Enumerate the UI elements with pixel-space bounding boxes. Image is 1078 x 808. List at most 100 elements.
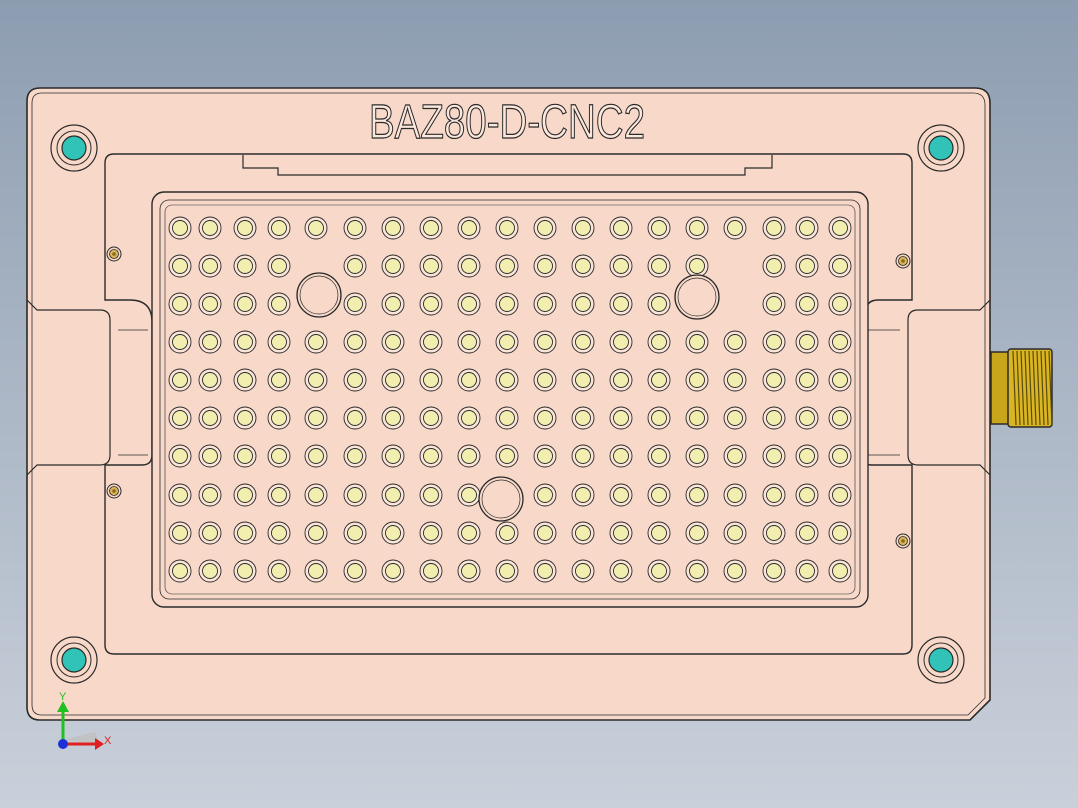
pin (828, 521, 852, 545)
pin (723, 406, 747, 430)
pin (533, 216, 557, 240)
pin (304, 521, 328, 545)
threaded-fitting[interactable] (990, 348, 1053, 428)
pin (795, 292, 819, 316)
pin (723, 368, 747, 392)
pin (233, 444, 257, 468)
pin (304, 559, 328, 583)
pin (647, 444, 671, 468)
pin (233, 292, 257, 316)
pin (419, 292, 443, 316)
pin (457, 292, 481, 316)
pin (304, 444, 328, 468)
large-hole (478, 476, 524, 522)
pin (647, 216, 671, 240)
screw (895, 253, 911, 269)
pin (343, 444, 367, 468)
pin (267, 521, 291, 545)
pin (198, 292, 222, 316)
pin (343, 521, 367, 545)
pin (762, 216, 786, 240)
pin (495, 406, 519, 430)
pin (571, 216, 595, 240)
pin (267, 559, 291, 583)
pin (762, 330, 786, 354)
pin (828, 254, 852, 278)
pin (168, 216, 192, 240)
pin (267, 444, 291, 468)
pin (343, 254, 367, 278)
pin (419, 483, 443, 507)
corner-dowels (50, 124, 965, 684)
pin (571, 368, 595, 392)
axis-plane-indicator (63, 732, 100, 744)
pin (457, 444, 481, 468)
pin (457, 216, 481, 240)
pin (381, 559, 405, 583)
pin (381, 330, 405, 354)
small-screws (106, 246, 911, 549)
pin (168, 330, 192, 354)
pin (267, 368, 291, 392)
pin (762, 368, 786, 392)
pin (381, 483, 405, 507)
pin (795, 444, 819, 468)
y-axis-arrow (57, 701, 69, 712)
pin (647, 330, 671, 354)
pocket-inner-line (118, 329, 900, 456)
pin (343, 216, 367, 240)
pin (609, 521, 633, 545)
pin (609, 330, 633, 354)
pin (571, 444, 595, 468)
pin (795, 521, 819, 545)
pin (828, 216, 852, 240)
pin (304, 368, 328, 392)
pin (233, 330, 257, 354)
pin (828, 330, 852, 354)
pin (533, 406, 557, 430)
pin (685, 521, 709, 545)
pin-plate[interactable] (151, 191, 869, 608)
x-axis-label: X (104, 735, 112, 747)
pin (233, 559, 257, 583)
pin (381, 216, 405, 240)
pin (419, 254, 443, 278)
pin (609, 444, 633, 468)
plate-inner-edge (31, 92, 986, 716)
pin (304, 216, 328, 240)
pin (685, 444, 709, 468)
pin (533, 559, 557, 583)
pin (168, 444, 192, 468)
pin (343, 368, 367, 392)
pin (795, 559, 819, 583)
pin (267, 330, 291, 354)
pin (168, 521, 192, 545)
pin (198, 521, 222, 545)
thread-line (1032, 350, 1037, 426)
thread-line (1012, 350, 1017, 426)
pin-grid (168, 216, 852, 583)
top-rail-notch (242, 155, 773, 176)
thread-line (1016, 350, 1021, 426)
pin (343, 406, 367, 430)
pin (647, 483, 671, 507)
pin (723, 330, 747, 354)
pin (828, 292, 852, 316)
pin (198, 330, 222, 354)
pin (685, 216, 709, 240)
pin (609, 406, 633, 430)
pin (609, 368, 633, 392)
pin (233, 254, 257, 278)
pin (685, 368, 709, 392)
thread-line (1020, 350, 1025, 426)
dowel-pin (50, 124, 98, 172)
pin (343, 330, 367, 354)
pin (762, 444, 786, 468)
pin (267, 254, 291, 278)
axis-triad[interactable]: Y X (57, 691, 112, 750)
thread-line (1024, 350, 1029, 426)
pin (267, 216, 291, 240)
pin (381, 444, 405, 468)
